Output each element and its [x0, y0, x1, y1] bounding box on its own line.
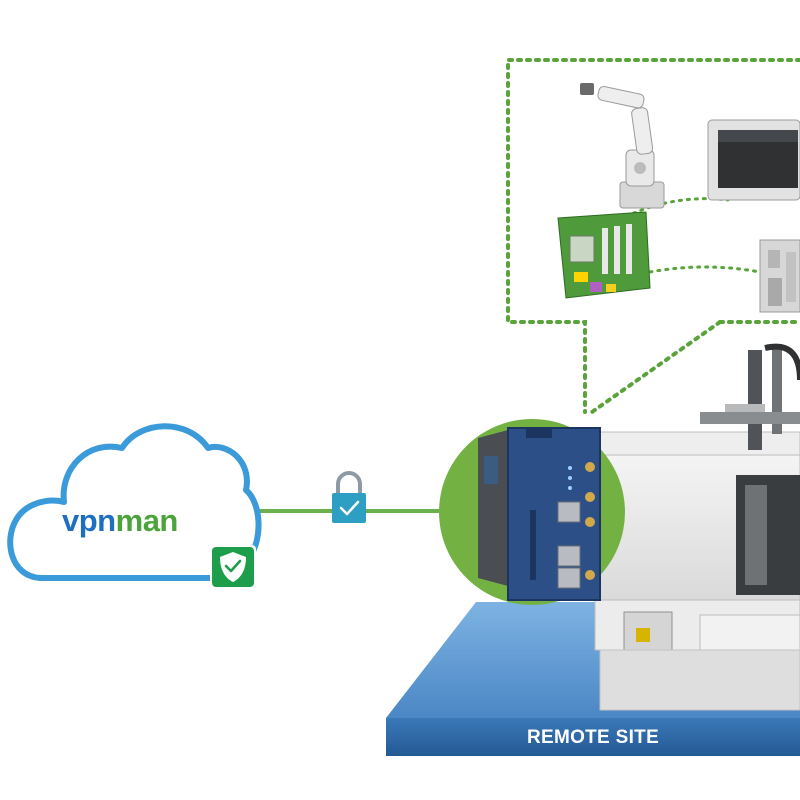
robot-arm-icon: [580, 83, 665, 209]
shield-check-icon: [210, 545, 256, 589]
padlock-check-icon: [332, 471, 366, 523]
devices-frame: [506, 58, 800, 414]
vpnman-logo: vpnman: [62, 505, 178, 536]
remote-site-label: REMOTE SITE: [526, 727, 660, 748]
logo-text-man: man: [115, 503, 179, 538]
plc-module-icon: [759, 239, 800, 313]
motherboard-icon: [557, 211, 651, 299]
hmi-monitor-icon: [707, 119, 800, 201]
logo-text-vpn: vpn: [62, 503, 116, 538]
industrial-router-icon: [439, 419, 625, 605]
